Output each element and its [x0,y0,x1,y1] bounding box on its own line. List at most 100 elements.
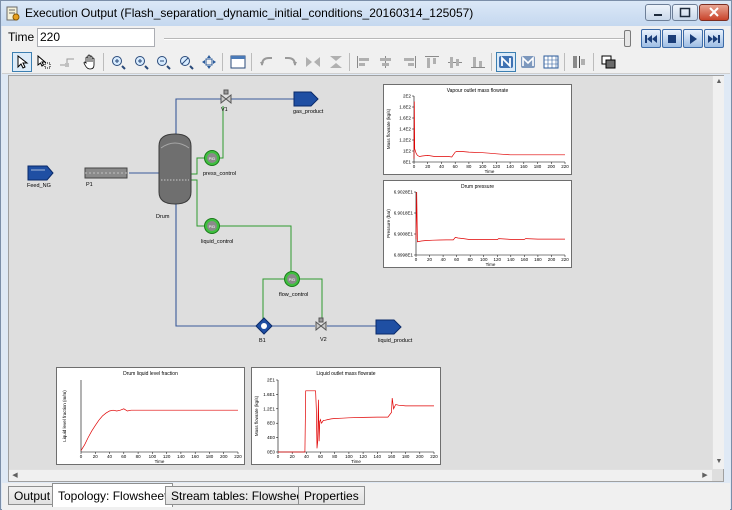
align-left-button[interactable] [354,52,374,72]
svg-text:PID: PID [209,156,216,161]
rotate-left-button[interactable] [257,52,277,72]
tab-output[interactable]: Output [8,486,57,505]
flowsheet-panel: PID PID PID [8,75,724,482]
minimize-icon [654,14,662,16]
x-tick-label: 200 [220,454,228,459]
y-tick-label: 1.2E2 [399,138,411,143]
minimize-button[interactable] [645,4,671,21]
align-middle-button[interactable] [445,52,465,72]
x-tick-label: 100 [149,454,157,459]
time-input[interactable]: 220 [37,28,155,47]
scroll-down-icon[interactable]: ▼ [715,458,723,465]
grid-button[interactable] [541,52,561,72]
title-bar[interactable]: Execution Output (Flash_separation_dynam… [1,1,731,26]
overlay-button[interactable] [599,52,619,72]
close-button[interactable] [699,4,729,21]
x-tick-label: 120 [493,164,501,169]
rotate-left-icon [260,57,272,66]
align-left-icon [357,56,369,68]
y-tick-label: 2E2 [403,94,412,99]
y-tick-label: 1.4E2 [399,127,411,132]
hand-icon [83,54,95,70]
select-connect-button[interactable] [34,52,54,72]
y-tick-label: 2E1 [267,378,276,383]
route-button[interactable] [57,52,77,72]
zoom-in-box-button[interactable] [108,52,128,72]
time-slider-track[interactable] [164,38,626,40]
align-top-button[interactable] [422,52,442,72]
tab-stream-tables[interactable]: Stream tables: Flowsheet [165,486,313,505]
tab-properties[interactable]: Properties [298,486,365,505]
show-models-button[interactable] [518,52,538,72]
label-liquid-product: liquid_product [378,338,413,344]
sensor-b1[interactable] [255,317,273,335]
x-tick-label: 40 [107,454,113,459]
fast-forward-button[interactable] [704,29,724,48]
y-tick-label: 6.9008E1 [394,232,414,237]
x-tick-label: 20 [425,164,431,169]
maximize-icon [679,7,691,18]
valve-v1[interactable] [220,89,232,105]
time-slider-thumb[interactable] [624,30,631,47]
vertical-scrollbar[interactable]: ▲ ▼ [712,76,724,469]
play-button[interactable] [683,29,703,48]
align-center-button[interactable] [376,52,396,72]
series-line [415,191,565,243]
x-tick-label: 0 [413,164,416,169]
rotate-right-button[interactable] [280,52,300,72]
valve-v2[interactable] [315,317,327,332]
fit-view-button[interactable] [199,52,219,72]
split-button[interactable] [569,52,589,72]
series-line [278,390,434,453]
liquid-product-arrow[interactable] [375,319,402,335]
flowsheet-diagram: PID PID PID [27,89,402,335]
select-tool-button[interactable] [12,52,32,72]
x-tick-label: 80 [332,454,338,459]
horizontal-scrollbar[interactable]: ◀ ▶ [9,469,712,481]
flip-horizontal-button[interactable] [303,52,323,72]
y-tick-label: 1E2 [403,149,412,154]
zoom-reset-button[interactable] [176,52,196,72]
maximize-button[interactable] [672,4,698,21]
tab-topology-flowsheet[interactable]: Topology: Flowsheet [52,483,174,507]
pump-p1[interactable] [84,167,128,179]
x-tick-label: 160 [191,454,199,459]
show-names-button[interactable] [496,52,516,72]
x-tick-label: 220 [561,164,569,169]
stop-button[interactable] [662,29,682,48]
feed-arrow[interactable] [27,165,54,181]
liquid-control[interactable]: PID [204,218,220,234]
y-tick-label: 1.6E2 [399,116,411,121]
label-p1: P1 [86,182,93,188]
scroll-up-icon[interactable]: ▲ [715,78,723,85]
y-tick-label: 4E0 [267,435,276,440]
align-bottom-button[interactable] [468,52,488,72]
gas-product-arrow[interactable] [293,91,319,107]
flip-vertical-button[interactable] [326,52,346,72]
align-right-button[interactable] [399,52,419,72]
time-label: Time [8,30,35,44]
zoom-out-button[interactable] [153,52,173,72]
grid-icon [543,55,559,69]
properties-window-button[interactable] [228,52,248,72]
x-tick-label: 0 [80,454,83,459]
rewind-button[interactable] [641,29,661,48]
pan-button[interactable] [80,52,100,72]
flowsheet-canvas[interactable]: PID PID PID [9,76,712,469]
window-title: Execution Output (Flash_separation_dynam… [25,6,474,20]
drum-vessel[interactable] [158,133,192,205]
zoom-in-button[interactable] [131,52,151,72]
scroll-left-icon[interactable]: ◀ [12,472,18,479]
flow-control[interactable]: PID [284,271,300,287]
x-tick-label: 200 [416,454,424,459]
svg-text:PID: PID [209,224,216,229]
press-control[interactable]: PID [204,150,220,166]
rotate-right-icon [285,57,297,66]
scroll-right-icon[interactable]: ▶ [702,472,708,479]
